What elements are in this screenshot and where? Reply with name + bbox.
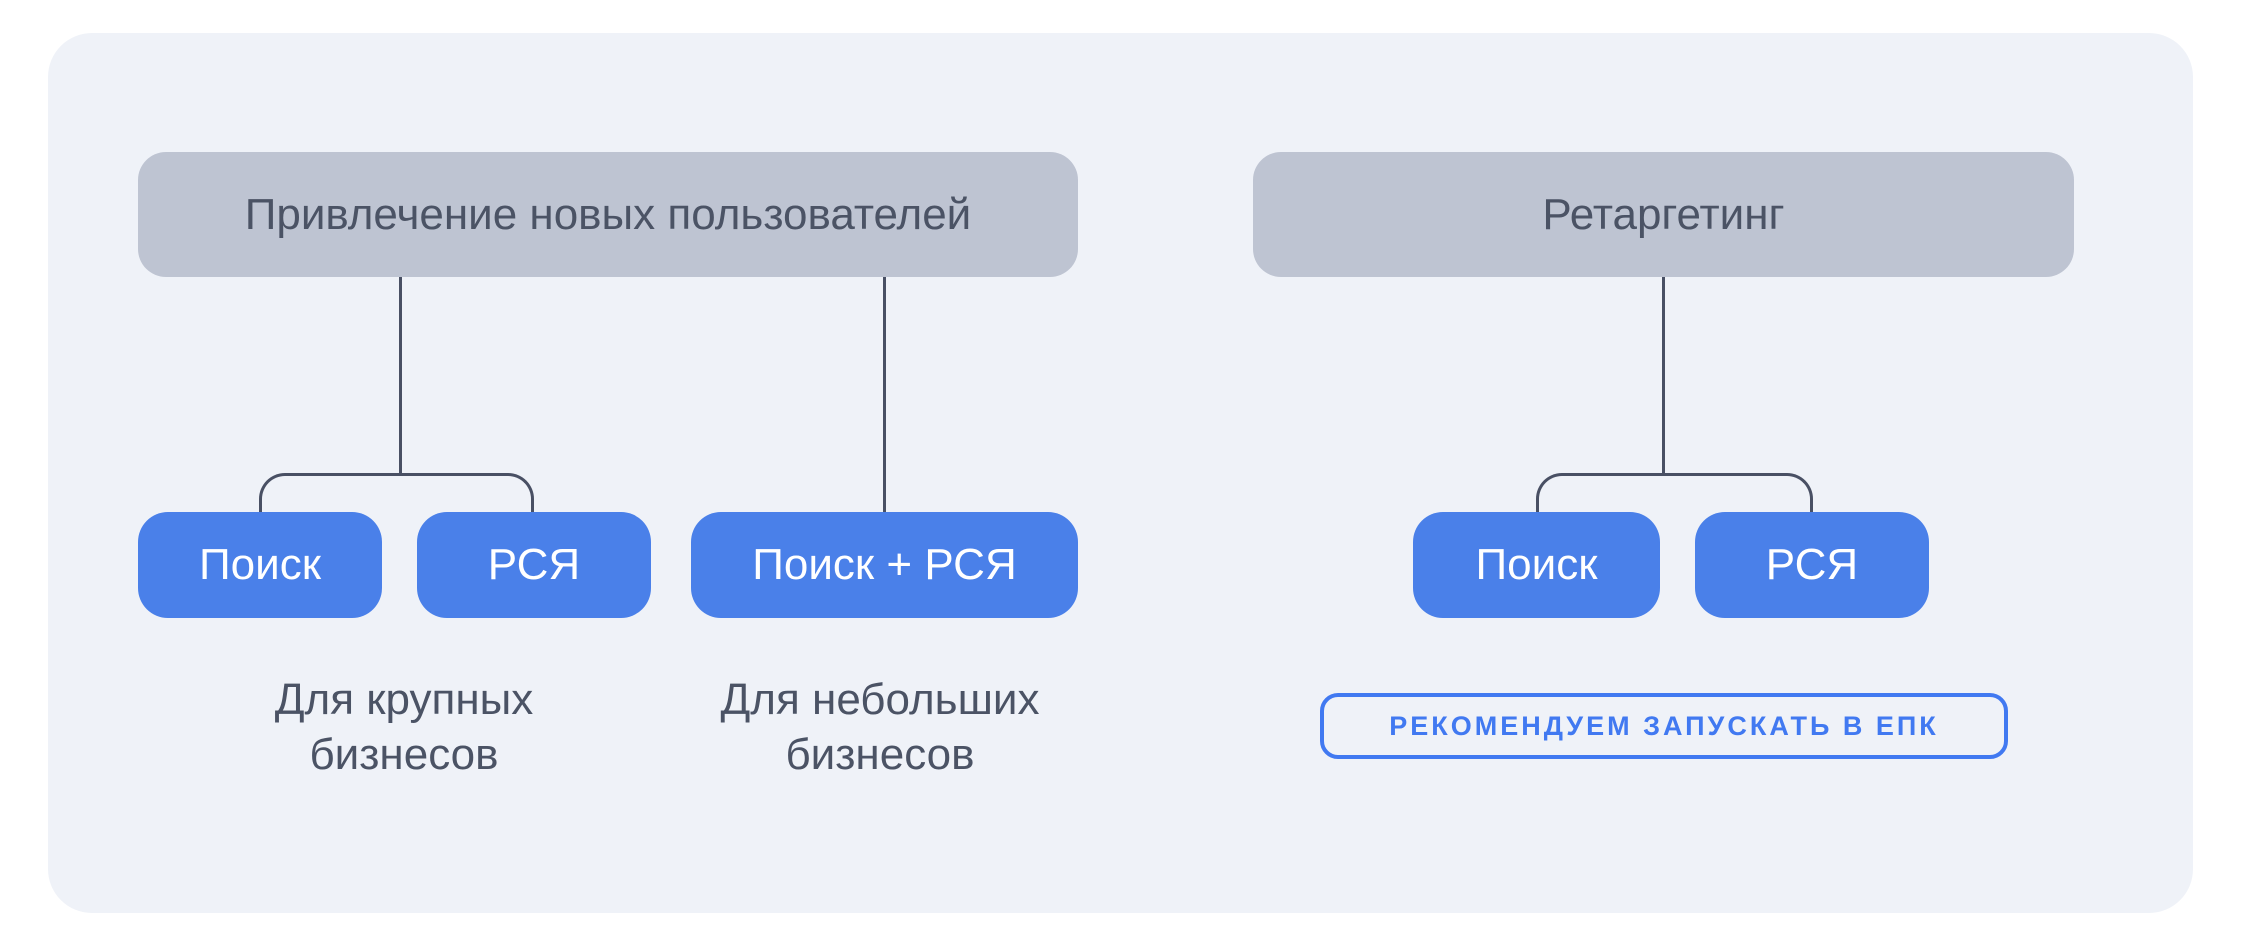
recommendation-badge: РЕКОМЕНДУЕМ ЗАПУСКАТЬ В ЕПК xyxy=(1320,693,2008,759)
connector-bracket-acquisition xyxy=(259,473,534,512)
node-rsya-retargeting: РСЯ xyxy=(1695,512,1929,618)
diagram-panel: Привлечение новых пользователей Поиск РС… xyxy=(48,33,2193,913)
node-search-plus-rsya: Поиск + РСЯ xyxy=(691,512,1078,618)
note-small-business: Для небольших бизнесов xyxy=(720,675,1040,779)
connector-bracket-retargeting xyxy=(1536,473,1813,512)
node-search-acquisition: Поиск xyxy=(138,512,382,618)
connector-stem-acquisition-pair xyxy=(399,277,402,474)
node-search-retargeting: Поиск xyxy=(1413,512,1660,618)
connector-stem-retargeting xyxy=(1662,277,1665,474)
connector-stem-acquisition-combined xyxy=(883,277,886,512)
acquisition-title-box: Привлечение новых пользователей xyxy=(138,152,1078,277)
retargeting-title-box: Ретаргетинг xyxy=(1253,152,2074,277)
node-rsya-acquisition: РСЯ xyxy=(417,512,651,618)
note-large-business: Для крупных бизнесов xyxy=(274,675,534,779)
